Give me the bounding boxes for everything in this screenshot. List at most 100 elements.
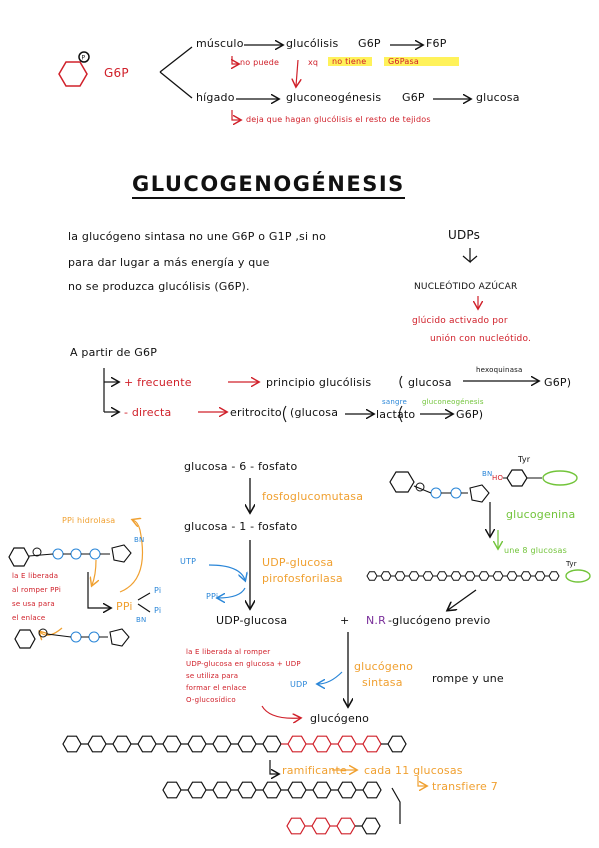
glucose-ring xyxy=(287,781,307,799)
glucose-ring xyxy=(408,571,420,581)
intro-line-2: para dar lugar a más energía y que xyxy=(68,256,270,269)
bn-label: BN xyxy=(134,536,145,544)
udp-gp-line-2: pirofosforilasa xyxy=(262,572,343,585)
glucose-ring xyxy=(312,735,332,753)
cada-label: cada 11 glucosas xyxy=(364,764,463,777)
musculo-label: músculo xyxy=(196,37,244,50)
une-label: une 8 glucosas xyxy=(504,546,567,555)
left-note-line-4: el enlace xyxy=(12,614,46,622)
rompe-une-label: rompe y une xyxy=(432,672,504,685)
sangre-label: sangre xyxy=(382,398,408,406)
glucose-ring xyxy=(337,781,357,799)
bn-label: BN xyxy=(136,616,147,624)
glucido-line-1: glúcido activado por xyxy=(412,316,508,326)
glucose-ring xyxy=(212,781,232,799)
glucose-ring xyxy=(286,817,306,835)
glucose-ring xyxy=(311,817,331,835)
glucose-ring xyxy=(137,735,157,753)
directa-label: - directa xyxy=(124,406,172,419)
glucose-ring xyxy=(336,817,356,835)
g6p-label: G6P xyxy=(358,37,381,50)
eritrocito-label: eritrocito xyxy=(230,406,282,419)
page-title: GLUCOGENOGÉNESIS xyxy=(132,172,405,199)
glucose-ring xyxy=(162,781,182,799)
glucose-ring xyxy=(478,571,490,581)
glucose-ring xyxy=(394,571,406,581)
g6f-label: glucosa - 6 - fosfato xyxy=(184,460,298,473)
g6pasa-label: G6Pasa xyxy=(384,57,459,66)
glucose-ring xyxy=(506,571,518,581)
glucose-ring xyxy=(520,571,532,581)
udp-gp-line-1: UDP-glucosa xyxy=(262,556,334,569)
glucose-ring xyxy=(337,735,357,753)
higado-label: hígado xyxy=(196,91,235,104)
partir-head: A partir de G6P xyxy=(70,346,158,359)
udps-label: UDPs xyxy=(448,228,481,242)
left-note-line-2: al romper PPi xyxy=(12,586,61,594)
glucogeno-sintasa-line-1: glucógeno xyxy=(354,660,414,673)
glucose-ring xyxy=(262,735,282,753)
ho-label: HO xyxy=(492,474,504,482)
gluconeogenesis-label: gluconeogénesis xyxy=(422,398,484,406)
glucido-line-2: unión con nucleótido. xyxy=(430,334,532,344)
glucose-ring xyxy=(422,571,434,581)
glucose-ring xyxy=(212,735,232,753)
glucose-ring xyxy=(62,735,82,753)
glucose-ring xyxy=(436,571,448,581)
g6p-label: G6P xyxy=(104,66,129,80)
plus-sign: + xyxy=(340,614,350,627)
g1f-label: glucosa - 1 - fosfato xyxy=(184,520,298,533)
glucose-ring xyxy=(361,817,381,835)
glucose-ring xyxy=(366,571,378,581)
glucose-ring xyxy=(450,571,462,581)
oligosaccharide-chain xyxy=(366,571,560,581)
g6p-hexagon-icon xyxy=(58,51,90,87)
xq-label: xq xyxy=(308,58,319,67)
tyr-label: Tyr xyxy=(518,455,531,464)
energy-note-line-5: O-glucosídico xyxy=(186,696,236,704)
glucose-ring xyxy=(492,571,504,581)
g6p-label: G6P) xyxy=(544,376,572,389)
ppi-label: PPi xyxy=(116,600,133,613)
pi-label: Pi xyxy=(154,606,162,615)
glucose-ring xyxy=(287,735,307,753)
bn-label: BN xyxy=(482,470,493,478)
glucose-ring xyxy=(387,735,407,753)
g6p-label: G6P) xyxy=(456,408,484,421)
glucolisis-label: glucólisis xyxy=(286,37,339,50)
lactato-label: lactato xyxy=(376,408,416,421)
energy-note-line-4: formar el enlace xyxy=(186,684,247,692)
no-tiene-label: no tiene xyxy=(328,57,373,66)
glucose-ring xyxy=(548,571,560,581)
intro-line-3: no se produzca glucólisis (G6P). xyxy=(68,280,250,293)
glucose-ring xyxy=(187,735,207,753)
f6p-label: F6P xyxy=(426,37,447,50)
glycogen-chain xyxy=(62,735,407,835)
glucose-ring xyxy=(187,781,207,799)
energy-note-line-3: se utiliza para xyxy=(186,672,239,680)
glucose-ring xyxy=(262,781,282,799)
ramificante-label: ramificante xyxy=(282,764,348,777)
glucose-ring xyxy=(112,735,132,753)
glucose-ring xyxy=(162,735,182,753)
glucose-ring xyxy=(380,571,392,581)
glucose-ring xyxy=(87,735,107,753)
glucose-ring xyxy=(534,571,546,581)
gluconeogenesis-label: gluconeogénesis xyxy=(286,91,382,104)
utp-label: UTP xyxy=(180,557,197,566)
glucosa-label: glucosa xyxy=(408,376,452,389)
frecuente-label: + frecuente xyxy=(124,376,192,389)
energy-note-line-1: la E liberada al romper xyxy=(186,648,271,656)
left-note-line-1: la E liberada xyxy=(12,572,59,580)
left-note-line-3: se usa para xyxy=(12,600,55,608)
deja-note: deja que hagan glucólisis el resto de te… xyxy=(246,115,431,124)
glucogeno-sintasa-line-2: sintasa xyxy=(362,676,403,689)
glucosa-label: (glucosa xyxy=(290,406,339,419)
glucogeno-label: glucógeno xyxy=(310,712,370,725)
ppi-hidrolasa-label: PPi hidrolasa xyxy=(62,516,116,525)
intro-line-1: la glucógeno sintasa no une G6P o G1P ,s… xyxy=(68,230,327,243)
tyr-label: Tyr xyxy=(566,560,577,568)
nr-label: N.R xyxy=(366,614,386,627)
principio-label: principio glucólisis xyxy=(266,376,372,389)
